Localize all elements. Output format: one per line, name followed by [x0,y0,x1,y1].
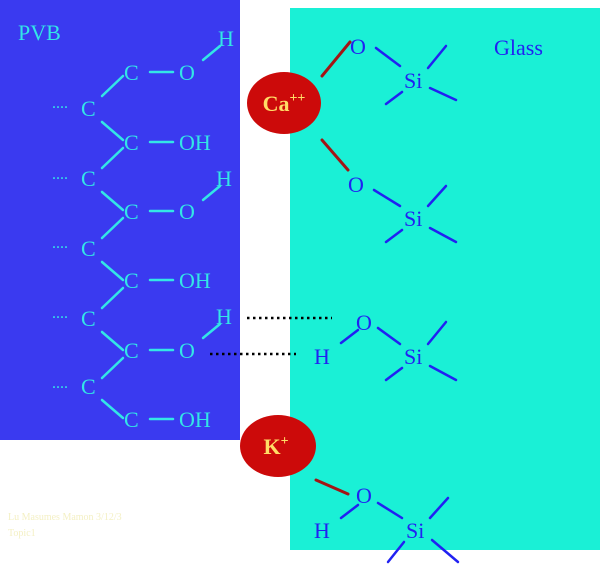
oxygen-atom: O [179,199,195,224]
pvb-bonds [100,44,222,421]
carbon-atom: C [81,374,96,399]
hydrogen-bonds [210,316,332,356]
si-bond [384,366,404,382]
k-o-ionic-bond [314,478,350,496]
chain-ellipsis: .... [52,235,68,252]
hydrogen-atom: H [216,304,232,329]
backbone-bond [100,146,125,170]
ca-o-ionic-bond [320,138,350,172]
o-si-bond [376,501,404,520]
carbon-atom: C [124,60,139,85]
carbon-atom: C [81,96,96,121]
backbone-bond [100,356,125,380]
pvb-polymer-chain: .... .... .... .... .... C C C C C C C C… [52,26,234,432]
carbon-atom: C [124,130,139,155]
o-h-bond [201,322,222,340]
si-bond [428,86,458,102]
si-bond [426,44,448,70]
chain-ellipsis: .... [52,375,68,392]
backbone-bond [100,74,125,98]
carbon-atom: C [124,199,139,224]
backbone-bond [100,216,125,240]
footer-line-1: Lu Masumes Mamon 3/12/3 [8,512,122,523]
hydroxyl-group: OH [179,268,211,293]
oxygen-atom: O [179,60,195,85]
hydroxyl-group: OH [179,130,211,155]
hydrogen-atom: H [314,344,330,369]
calcium-ion-circle [247,72,321,134]
si-bond [428,364,458,382]
potassium-ion: K+ [240,415,316,477]
carbon-atom: C [124,338,139,363]
backbone-bond [100,120,125,142]
carbon-atom: C [124,407,139,432]
si-bond [426,320,448,346]
oxygen-atom: O [356,483,372,508]
backbone-bond [100,330,125,352]
h-o-bond [339,503,360,520]
glass-panel [290,8,600,550]
chain-ellipsis: .... [52,305,68,322]
chain-ellipsis: .... [52,95,68,112]
backbone-bond [100,286,125,310]
pvb-label: PVB [18,20,61,45]
calcium-ion: Ca++ [247,72,321,134]
si-bond [430,538,460,564]
glass-atoms: O Si O Si O H Si O H Si [314,34,424,543]
hydroxyl-group: OH [179,407,211,432]
si-bond [386,540,406,564]
oxygen-atom: O [348,172,364,197]
si-bond [428,226,458,244]
si-bond [384,228,404,244]
ca-o-ionic-bond [320,40,352,78]
carbon-atom: C [81,236,96,261]
o-h-bond [201,44,222,62]
si-bond [428,496,450,520]
o-si-bond [376,326,402,346]
silicon-atom: Si [404,206,422,231]
hydrogen-atom: H [314,518,330,543]
footer-notes: Lu Masumes Mamon 3/12/3 Topic1 [8,512,122,539]
o-si-bond [374,46,402,68]
oxygen-atom: O [179,338,195,363]
glass-label: Glass [494,35,543,60]
hydrogen-atom: H [216,166,232,191]
o-si-bond [372,188,402,208]
silicon-atom: Si [404,344,422,369]
oxygen-atom: O [350,34,366,59]
backbone-bond [100,190,125,212]
h-o-bond [339,328,360,345]
backbone-bond [100,260,125,282]
si-bond [384,90,404,106]
hydrogen-atom: H [218,26,234,51]
ionic-bonds [314,40,352,496]
oxygen-atom: O [356,310,372,335]
carbon-atom: C [81,166,96,191]
potassium-ion-label: K+ [263,434,288,459]
o-h-bond [201,184,222,202]
potassium-ion-circle [240,415,316,477]
footer-line-2: Topic1 [8,528,36,539]
silicon-atom: Si [406,518,424,543]
glass-bonds [339,44,460,564]
si-bond [426,184,448,208]
backbone-bond [100,398,125,420]
chain-ellipsis: .... [52,166,68,183]
carbon-atom: C [81,306,96,331]
calcium-ion-label: Ca++ [263,91,306,116]
pvb-atoms: .... .... .... .... .... C C C C C C C C… [52,26,234,432]
carbon-atom: C [124,268,139,293]
silicon-atom: Si [404,68,422,93]
glass-surface: O Si O Si O H Si O H Si [314,34,460,564]
